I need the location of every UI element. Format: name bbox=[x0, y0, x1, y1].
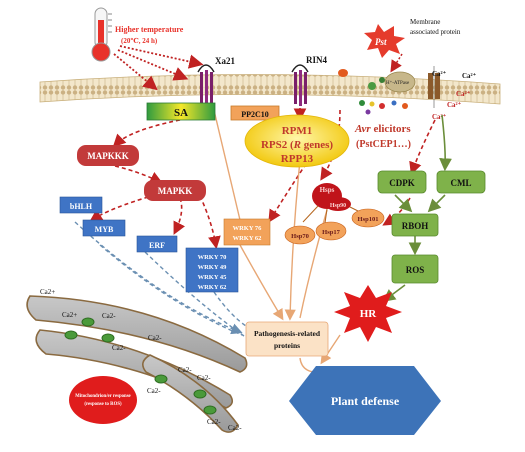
mapkk-label: MAPKK bbox=[158, 186, 193, 196]
wrky-62-small: WRKY 62 bbox=[233, 235, 262, 242]
ca-label-top-1: Ca²⁺ bbox=[432, 70, 447, 78]
r-gene-rpm1: RPM1 bbox=[282, 125, 313, 137]
hsps-label: Hsps bbox=[320, 186, 335, 194]
r-gene-rpp13: RPP13 bbox=[281, 153, 314, 165]
cml-node: CML bbox=[436, 170, 486, 194]
hsp90-node: Hsp90 bbox=[325, 197, 351, 211]
myb-label: MYB bbox=[95, 225, 114, 234]
thermometer-icon bbox=[91, 7, 112, 62]
organelle-ca-labels: Ca2+ Ca2+ Ca2- Ca2- Ca2- Ca2- Ca2- Ca2- … bbox=[40, 288, 242, 432]
org-ca-4: Ca2- bbox=[112, 344, 126, 352]
erf-label: ERF bbox=[149, 241, 165, 250]
effector-dot-icon bbox=[338, 69, 348, 77]
org-ca-2: Ca2+ bbox=[62, 311, 77, 319]
org-ca-6: Ca2- bbox=[178, 366, 192, 374]
r-gene-rps2: RPS2 (R genes) bbox=[261, 139, 333, 151]
xa21-label: Xa21 bbox=[215, 56, 235, 66]
hsp70-node: Hsp70 bbox=[284, 225, 316, 245]
pp2c10-node: PP2C10 bbox=[230, 105, 280, 121]
ca-label-in-1: Ca²⁺ bbox=[456, 90, 471, 98]
hsp17-label: Hsp17 bbox=[322, 229, 340, 236]
elicitor-dots bbox=[359, 100, 408, 115]
bhlh-label: bHLH bbox=[70, 202, 93, 211]
ros-label: ROS bbox=[406, 265, 425, 275]
mito-response-node: Mitochondrion/er response (response to R… bbox=[69, 376, 137, 424]
pr-proteins-label-2: proteins bbox=[274, 341, 300, 350]
org-ca-1: Ca2+ bbox=[40, 288, 55, 296]
avr-elicitors-example: (PstCEP1…) bbox=[356, 139, 411, 150]
pst-label: Pst bbox=[375, 37, 387, 47]
cml-label: CML bbox=[451, 178, 472, 188]
heat-arrows bbox=[113, 45, 204, 91]
plant-defense-label: Plant defense bbox=[331, 394, 400, 408]
h-atpase-label: H⁺-ATPase bbox=[386, 80, 410, 86]
pp2c10-label: PP2C10 bbox=[241, 110, 269, 119]
organelle-pores bbox=[64, 317, 217, 415]
rin4-label: RIN4 bbox=[306, 55, 328, 65]
mito-response-label: Mitochondrion/er response bbox=[75, 394, 130, 399]
org-ca-7: Ca2- bbox=[197, 374, 211, 382]
membrane-protein-label: Membrane bbox=[410, 18, 440, 26]
temperature-condition: (20℃, 24 h) bbox=[121, 37, 158, 45]
ros-node: ROS bbox=[391, 254, 439, 284]
rboh-node: RBOH bbox=[391, 213, 439, 237]
cdpk-label: CDPK bbox=[389, 178, 415, 188]
org-ca-5: Ca2- bbox=[148, 334, 162, 342]
hsp101-node: Hsp101 bbox=[351, 208, 385, 228]
wrky-group-small: WRKY 76 WRKY 62 bbox=[223, 218, 271, 246]
mapkkk-node: MAPKKK bbox=[77, 145, 139, 166]
org-ca-9: Ca2- bbox=[228, 424, 242, 432]
erf-node: ERF bbox=[136, 235, 178, 253]
rboh-label: RBOH bbox=[402, 221, 429, 231]
wrky-62: WRKY 62 bbox=[198, 284, 227, 291]
calcium-channel bbox=[428, 66, 440, 108]
ca-label-in-2: Ca²⁺ bbox=[447, 101, 462, 109]
rin4-receptor-icon bbox=[291, 64, 309, 106]
mapkkk-label: MAPKKK bbox=[87, 151, 129, 161]
ca-label-top-2: Ca²⁺ bbox=[462, 72, 477, 80]
hsp90-label: Hsp90 bbox=[330, 203, 346, 209]
hr-burst: HR bbox=[334, 285, 402, 342]
pr-proteins-node: Pathogenesis-related proteins bbox=[245, 321, 329, 357]
h-atpase-channel: H⁺-ATPase bbox=[368, 71, 416, 93]
hsp70-label: Hsp70 bbox=[291, 233, 309, 240]
wrky-45: WRKY 45 bbox=[198, 274, 228, 281]
wrky-70: WRKY 70 bbox=[198, 254, 227, 261]
org-ca-10: Ca2- bbox=[147, 387, 161, 395]
sa-label: SA bbox=[174, 107, 188, 119]
hr-label: HR bbox=[360, 308, 378, 320]
connector-lines bbox=[74, 105, 452, 379]
mapkk-node: MAPKK bbox=[144, 180, 206, 201]
pr-proteins-label: Pathogenesis-related bbox=[254, 329, 321, 338]
avr-elicitors-label: Avr elicitors bbox=[354, 123, 411, 135]
wrky-49: WRKY 49 bbox=[198, 264, 228, 271]
mito-response-label-2: (response to ROS) bbox=[84, 402, 122, 407]
sa-node: SA bbox=[146, 102, 216, 121]
cdpk-node: CDPK bbox=[377, 170, 427, 194]
wrky-76: WRKY 76 bbox=[233, 225, 263, 232]
membrane-protein-label-2: associated protein bbox=[410, 28, 461, 36]
ca-label-in-3: Ca²⁺ bbox=[432, 113, 447, 121]
plant-defense-node: Plant defense bbox=[289, 366, 441, 435]
xa21-receptor-icon bbox=[197, 64, 215, 106]
temperature-label: Higher temperature bbox=[115, 25, 184, 34]
bhlh-node: bHLH bbox=[59, 196, 103, 214]
myb-node: MYB bbox=[82, 219, 126, 237]
pst-pathogen-icon bbox=[364, 24, 405, 58]
org-ca-8: Ca2- bbox=[207, 418, 221, 426]
hsp101-label: Hsp101 bbox=[358, 216, 379, 223]
org-ca-3: Ca2- bbox=[102, 312, 116, 320]
r-genes-ellipse: RPM1 RPS2 (R genes) RPP13 bbox=[244, 114, 350, 168]
wrky-group-large: WRKY 70 WRKY 49 WRKY 45 WRKY 62 bbox=[185, 247, 239, 293]
hsp17-node: Hsp17 bbox=[315, 221, 347, 241]
